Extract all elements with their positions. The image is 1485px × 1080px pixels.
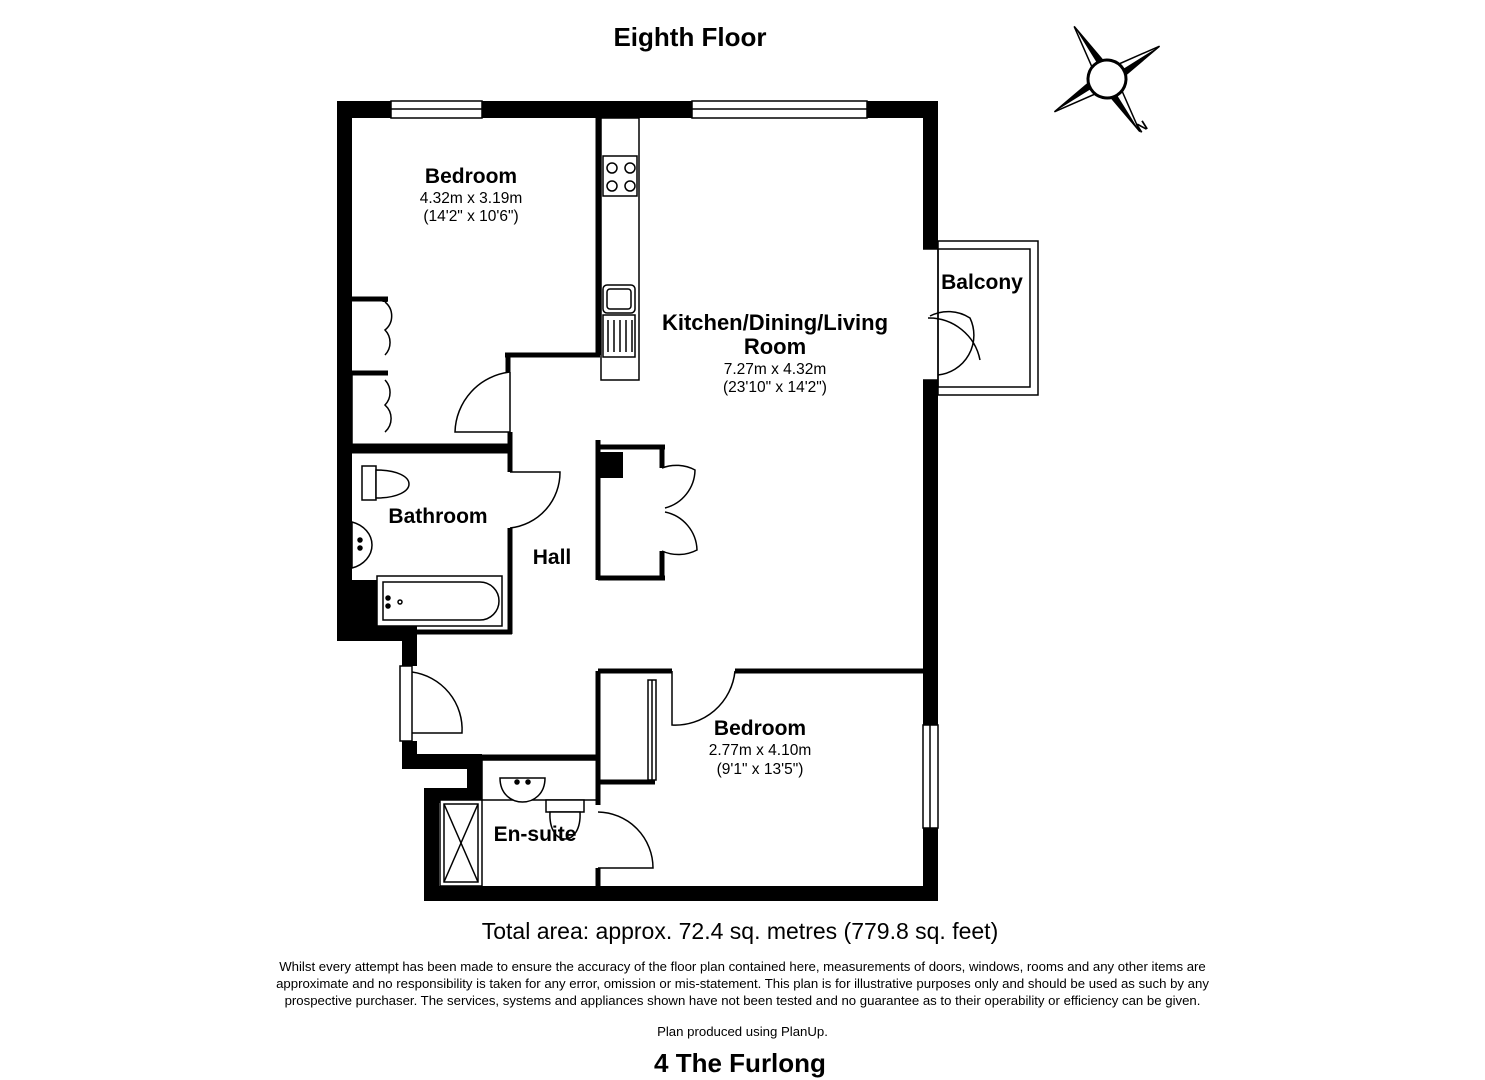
bath-icon <box>376 575 503 627</box>
windows <box>390 100 939 829</box>
compass-icon <box>1053 25 1161 133</box>
ensuite-basin-icon <box>481 759 599 803</box>
shower-tray-icon <box>439 799 483 887</box>
floor-title: Eighth Floor <box>613 22 767 52</box>
interior-walls <box>352 118 923 886</box>
total-area: Total area: approx. 72.4 sq. metres (779… <box>481 918 999 944</box>
bedroom-2-name: Bedroom <box>714 717 806 740</box>
balcony <box>923 240 1039 396</box>
bedroom-1-imperial: (14'2" x 10'6") <box>423 208 518 225</box>
sink-icon <box>602 284 636 358</box>
hob-icon <box>602 155 638 197</box>
kitchen-name-line2: Room <box>744 334 806 359</box>
bathroom-name: Bathroom <box>388 505 487 528</box>
kitchen-name-line1: Kitchen/Dining/Living <box>662 310 888 335</box>
produced-by: Plan produced using PlanUp. <box>657 1024 828 1039</box>
kitchen-imperial: (23'10" x 14'2") <box>723 379 827 396</box>
bedroom-1-metric: 4.32m x 3.19m <box>420 190 523 207</box>
balcony-name: Balcony <box>941 271 1023 294</box>
ensuite-name: En-suite <box>494 823 577 846</box>
disclaimer: Whilst every attempt has been made to en… <box>276 959 1209 1008</box>
compass-north-label: N <box>1133 117 1150 136</box>
bedroom-1-name: Bedroom <box>425 165 517 188</box>
ensuite-toilet-icon <box>545 799 585 840</box>
bedroom-2-imperial: (9'1" x 13'5") <box>717 761 804 778</box>
kitchen-counter <box>600 117 640 381</box>
kitchen-metric: 7.27m x 4.32m <box>724 361 827 378</box>
doors <box>351 301 981 869</box>
address: 4 The Furlong <box>654 1048 826 1078</box>
bedroom-2-metric: 2.77m x 4.10m <box>709 742 812 759</box>
toilet-icon <box>361 465 410 501</box>
basin-icon <box>351 521 373 569</box>
hall-name: Hall <box>533 546 572 569</box>
outer-walls <box>337 101 938 901</box>
